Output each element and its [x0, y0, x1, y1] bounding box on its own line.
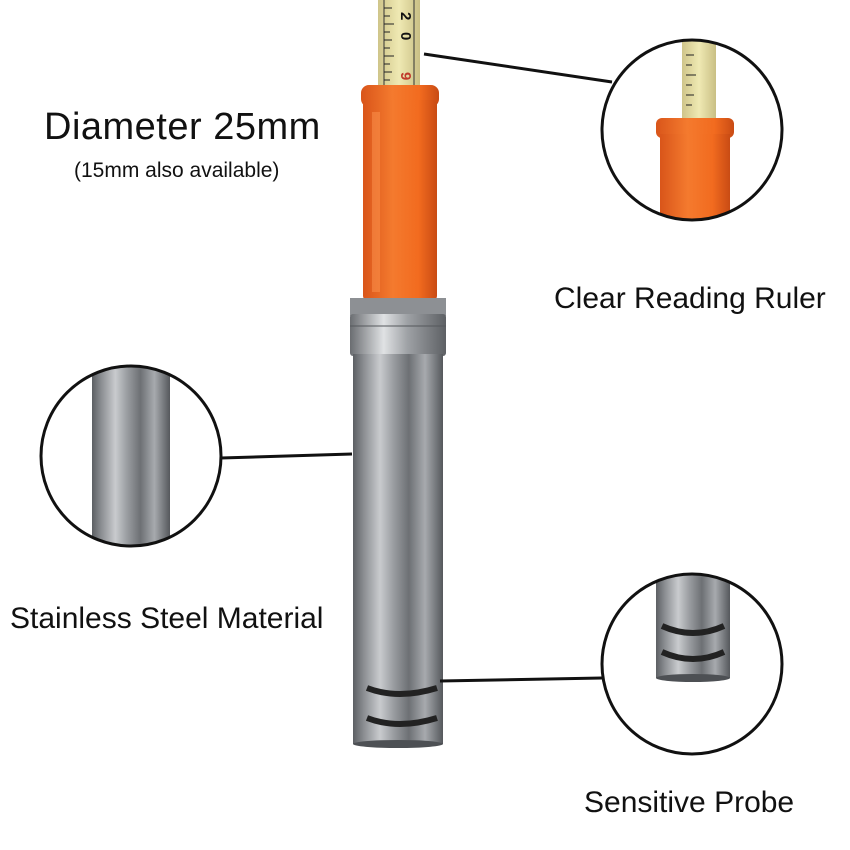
- probe-groove: [365, 685, 438, 697]
- tape-mark: 9: [397, 72, 414, 80]
- diameter-title: Diameter 25mm: [44, 106, 321, 148]
- ruler-zoom-circle: [600, 38, 784, 222]
- steel-body: [353, 354, 443, 748]
- tape-mark: 2: [397, 12, 414, 20]
- steel-callout-line: [220, 452, 353, 460]
- probe-label: Sensitive Probe: [584, 786, 795, 819]
- tape-mark: 0: [397, 32, 414, 40]
- ruler-label: Clear Reading Ruler: [554, 282, 826, 315]
- steel-collar: [350, 298, 446, 356]
- probe-groove: [365, 715, 438, 727]
- probe-zoom-circle: [600, 572, 784, 756]
- steel-label: Stainless Steel Material: [10, 602, 324, 635]
- probe-callout-line: [439, 676, 603, 683]
- measuring-tape: 2 0 9: [378, 0, 420, 92]
- orange-cap: [361, 85, 439, 300]
- diameter-subtitle: (15mm also available): [74, 159, 280, 182]
- steel-zoom-circle: [39, 364, 223, 548]
- ruler-callout-line: [423, 52, 613, 84]
